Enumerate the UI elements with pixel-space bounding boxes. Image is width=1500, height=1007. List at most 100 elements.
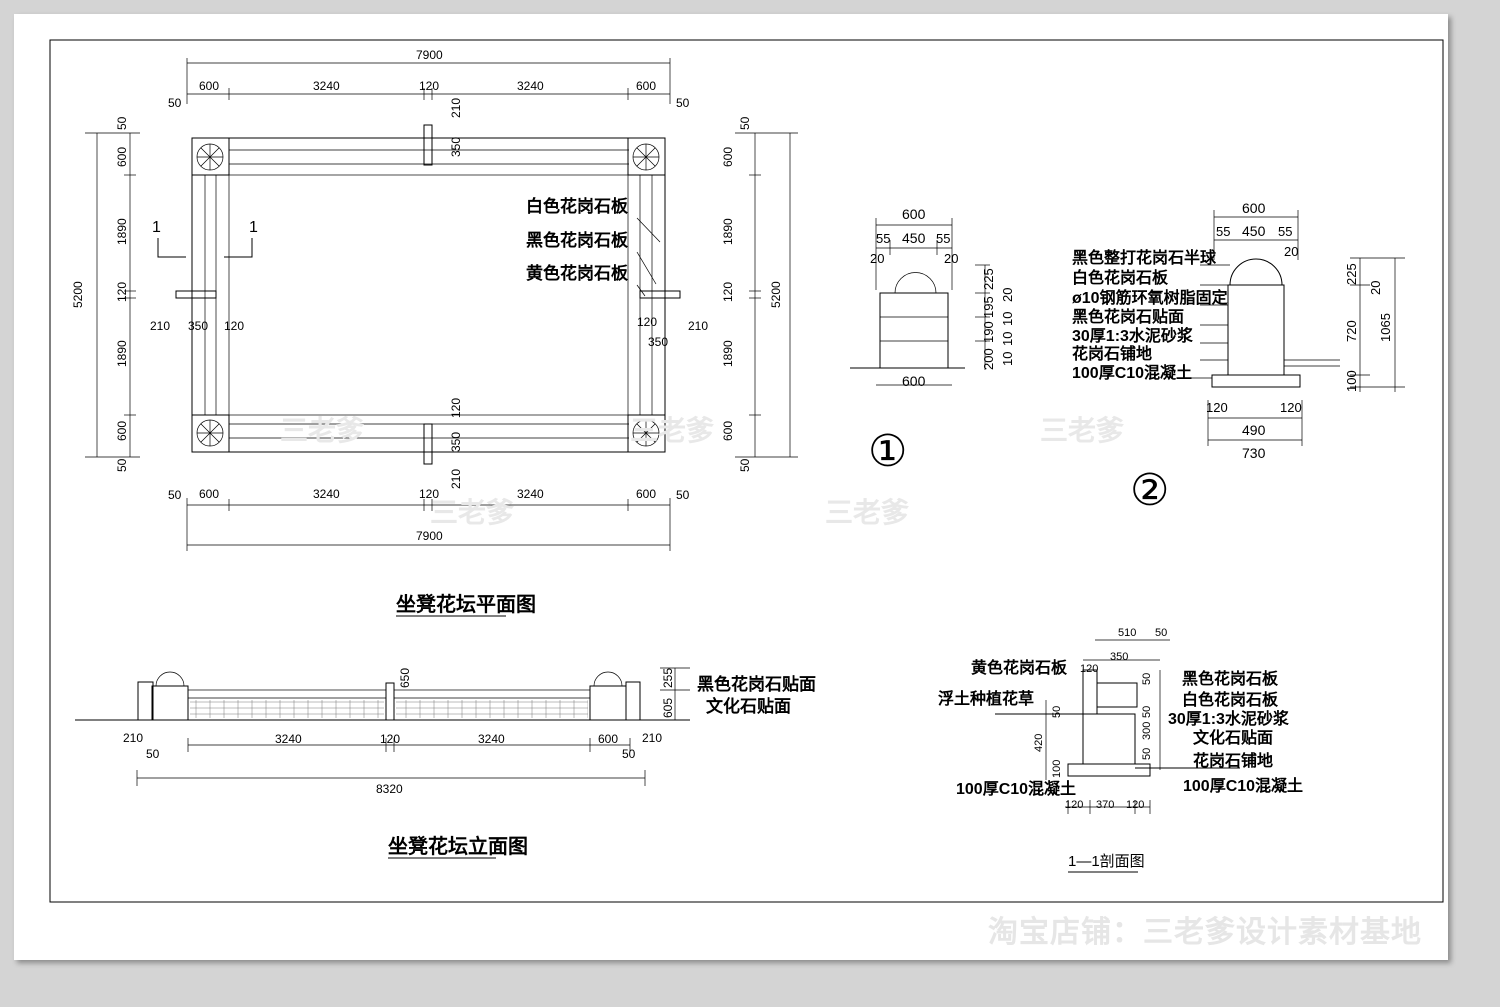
watermarks: 三老爹 三老爹 三老爹 三老爹 三老爹 bbox=[280, 415, 1124, 528]
dim: 255 bbox=[661, 668, 675, 688]
label-white-granite: 白色花岗石板 bbox=[1072, 268, 1169, 287]
dim: 20 bbox=[1000, 288, 1015, 302]
detail-1: 600 55 450 55 20 20 600 225 195 190 200 … bbox=[850, 206, 1015, 476]
dim: 50 bbox=[1141, 673, 1153, 685]
plan-title: 坐凳花坛平面图 bbox=[396, 592, 536, 616]
dim: 120 bbox=[449, 398, 463, 418]
dim: 50 bbox=[738, 116, 752, 130]
label-white-granite: 白色花岗石板 bbox=[1182, 690, 1279, 709]
dim: 600 bbox=[199, 79, 219, 93]
dim: 10 bbox=[1000, 352, 1015, 366]
dim: 600 bbox=[598, 732, 618, 746]
dim: 600 bbox=[199, 487, 219, 501]
dim: 50 bbox=[146, 747, 160, 761]
dim: 600 bbox=[902, 206, 926, 222]
label-culture-stone: 文化石贴面 bbox=[706, 696, 791, 716]
dim: 120 bbox=[224, 319, 244, 333]
dim: 1890 bbox=[115, 340, 129, 367]
dim: 450 bbox=[902, 230, 926, 246]
dim: 650 bbox=[398, 668, 412, 688]
label-black-granite: 黑色花岗石板 bbox=[1182, 669, 1279, 688]
dim: 3240 bbox=[313, 79, 340, 93]
section-mark-right: 1 bbox=[249, 219, 258, 236]
dim: 50 bbox=[168, 96, 182, 110]
dim: 50 bbox=[622, 747, 636, 761]
drawing-frame bbox=[49, 39, 1444, 903]
dim: 600 bbox=[902, 373, 926, 389]
dim: 50 bbox=[168, 488, 182, 502]
dim: 730 bbox=[1242, 445, 1266, 461]
dim: 720 bbox=[1344, 320, 1359, 342]
label-white-granite: 白色花岗石板 bbox=[526, 196, 629, 216]
dim: 225 bbox=[981, 268, 996, 290]
dim: 490 bbox=[1242, 422, 1266, 438]
dim: 120 bbox=[419, 487, 439, 501]
dim: 3240 bbox=[517, 79, 544, 93]
dim: 20 bbox=[1368, 281, 1383, 295]
dim: 3240 bbox=[517, 487, 544, 501]
dim: 210 bbox=[150, 319, 170, 333]
dim: 1890 bbox=[115, 218, 129, 245]
dim: 225 bbox=[1344, 263, 1359, 285]
dim: 190 bbox=[981, 321, 996, 343]
dim: 210 bbox=[642, 731, 662, 745]
label-granite-paving: 花岗石铺地 bbox=[1072, 344, 1152, 363]
elevation-view: 210 50 3240 120 3240 600 50 210 8320 255… bbox=[75, 667, 816, 859]
dim: 100 bbox=[1344, 370, 1359, 392]
dim: 10 bbox=[1000, 332, 1015, 346]
dim: 600 bbox=[636, 79, 656, 93]
dim: 3240 bbox=[478, 732, 505, 746]
watermark: 三老爹 bbox=[280, 415, 364, 446]
dim: 120 bbox=[721, 282, 735, 302]
dim: 120 bbox=[380, 732, 400, 746]
label-black-granite-facing: 黑色花岗石贴面 bbox=[1072, 307, 1184, 326]
dim-plan-height-right: 5200 bbox=[769, 281, 783, 308]
label-granite-paving: 花岗石铺地 bbox=[1193, 751, 1273, 770]
dim: 55 bbox=[1216, 224, 1230, 239]
dim: 300 bbox=[1141, 722, 1153, 740]
dim: 210 bbox=[688, 319, 708, 333]
label-black-granite-hemisphere: 黑色整打花岗石半球 bbox=[1072, 248, 1217, 267]
dim: 605 bbox=[661, 698, 675, 718]
dim: 600 bbox=[636, 487, 656, 501]
label-concrete-right: 100厚C10混凝土 bbox=[1183, 776, 1303, 795]
dim: 600 bbox=[115, 147, 129, 167]
dim: 50 bbox=[1051, 706, 1063, 718]
dim: 50 bbox=[738, 458, 752, 472]
dim: 50 bbox=[115, 116, 129, 130]
dim: 3240 bbox=[275, 732, 302, 746]
dim: 370 bbox=[1096, 799, 1114, 811]
dim: 600 bbox=[721, 421, 735, 441]
dim: 120 bbox=[637, 315, 657, 329]
detail-2-mark: ② bbox=[1130, 466, 1169, 515]
dim: 1065 bbox=[1378, 313, 1393, 342]
dim: 50 bbox=[115, 458, 129, 472]
dim: 210 bbox=[123, 731, 143, 745]
dim: 210 bbox=[449, 98, 463, 118]
section-mark-left: 1 bbox=[152, 219, 161, 236]
label-culture-stone: 文化石贴面 bbox=[1193, 728, 1273, 747]
dim: 350 bbox=[188, 319, 208, 333]
label-concrete: 100厚C10混凝土 bbox=[1072, 363, 1192, 382]
dim: 195 bbox=[981, 296, 996, 318]
dim-plan-total-bottom: 7900 bbox=[416, 529, 443, 543]
watermark: 三老爹 bbox=[430, 497, 514, 528]
dim: 600 bbox=[721, 147, 735, 167]
label-rebar: ø10钢筋环氧树脂固定 bbox=[1072, 288, 1228, 307]
dim: 50 bbox=[676, 488, 690, 502]
label-black-granite: 黑色花岗石板 bbox=[526, 230, 629, 250]
dim: 450 bbox=[1242, 223, 1266, 239]
dim: 55 bbox=[876, 231, 890, 246]
dim: 120 bbox=[1065, 799, 1083, 811]
watermark: 三老爹 bbox=[630, 415, 714, 446]
dim: 120 bbox=[1206, 400, 1228, 415]
label-soil-plants: 浮土种植花草 bbox=[938, 689, 1034, 708]
dim: 1890 bbox=[721, 340, 735, 367]
dim: 120 bbox=[1280, 400, 1302, 415]
plan-view: 1 1 7900 600 3240 120 3240 600 50 50 50 … bbox=[71, 48, 798, 617]
label-yellow-granite: 黄色花岗石板 bbox=[971, 658, 1068, 677]
dim: 50 bbox=[1155, 627, 1167, 639]
dim: 1890 bbox=[721, 218, 735, 245]
dim: 350 bbox=[1110, 651, 1128, 663]
dim: 200 bbox=[981, 348, 996, 370]
